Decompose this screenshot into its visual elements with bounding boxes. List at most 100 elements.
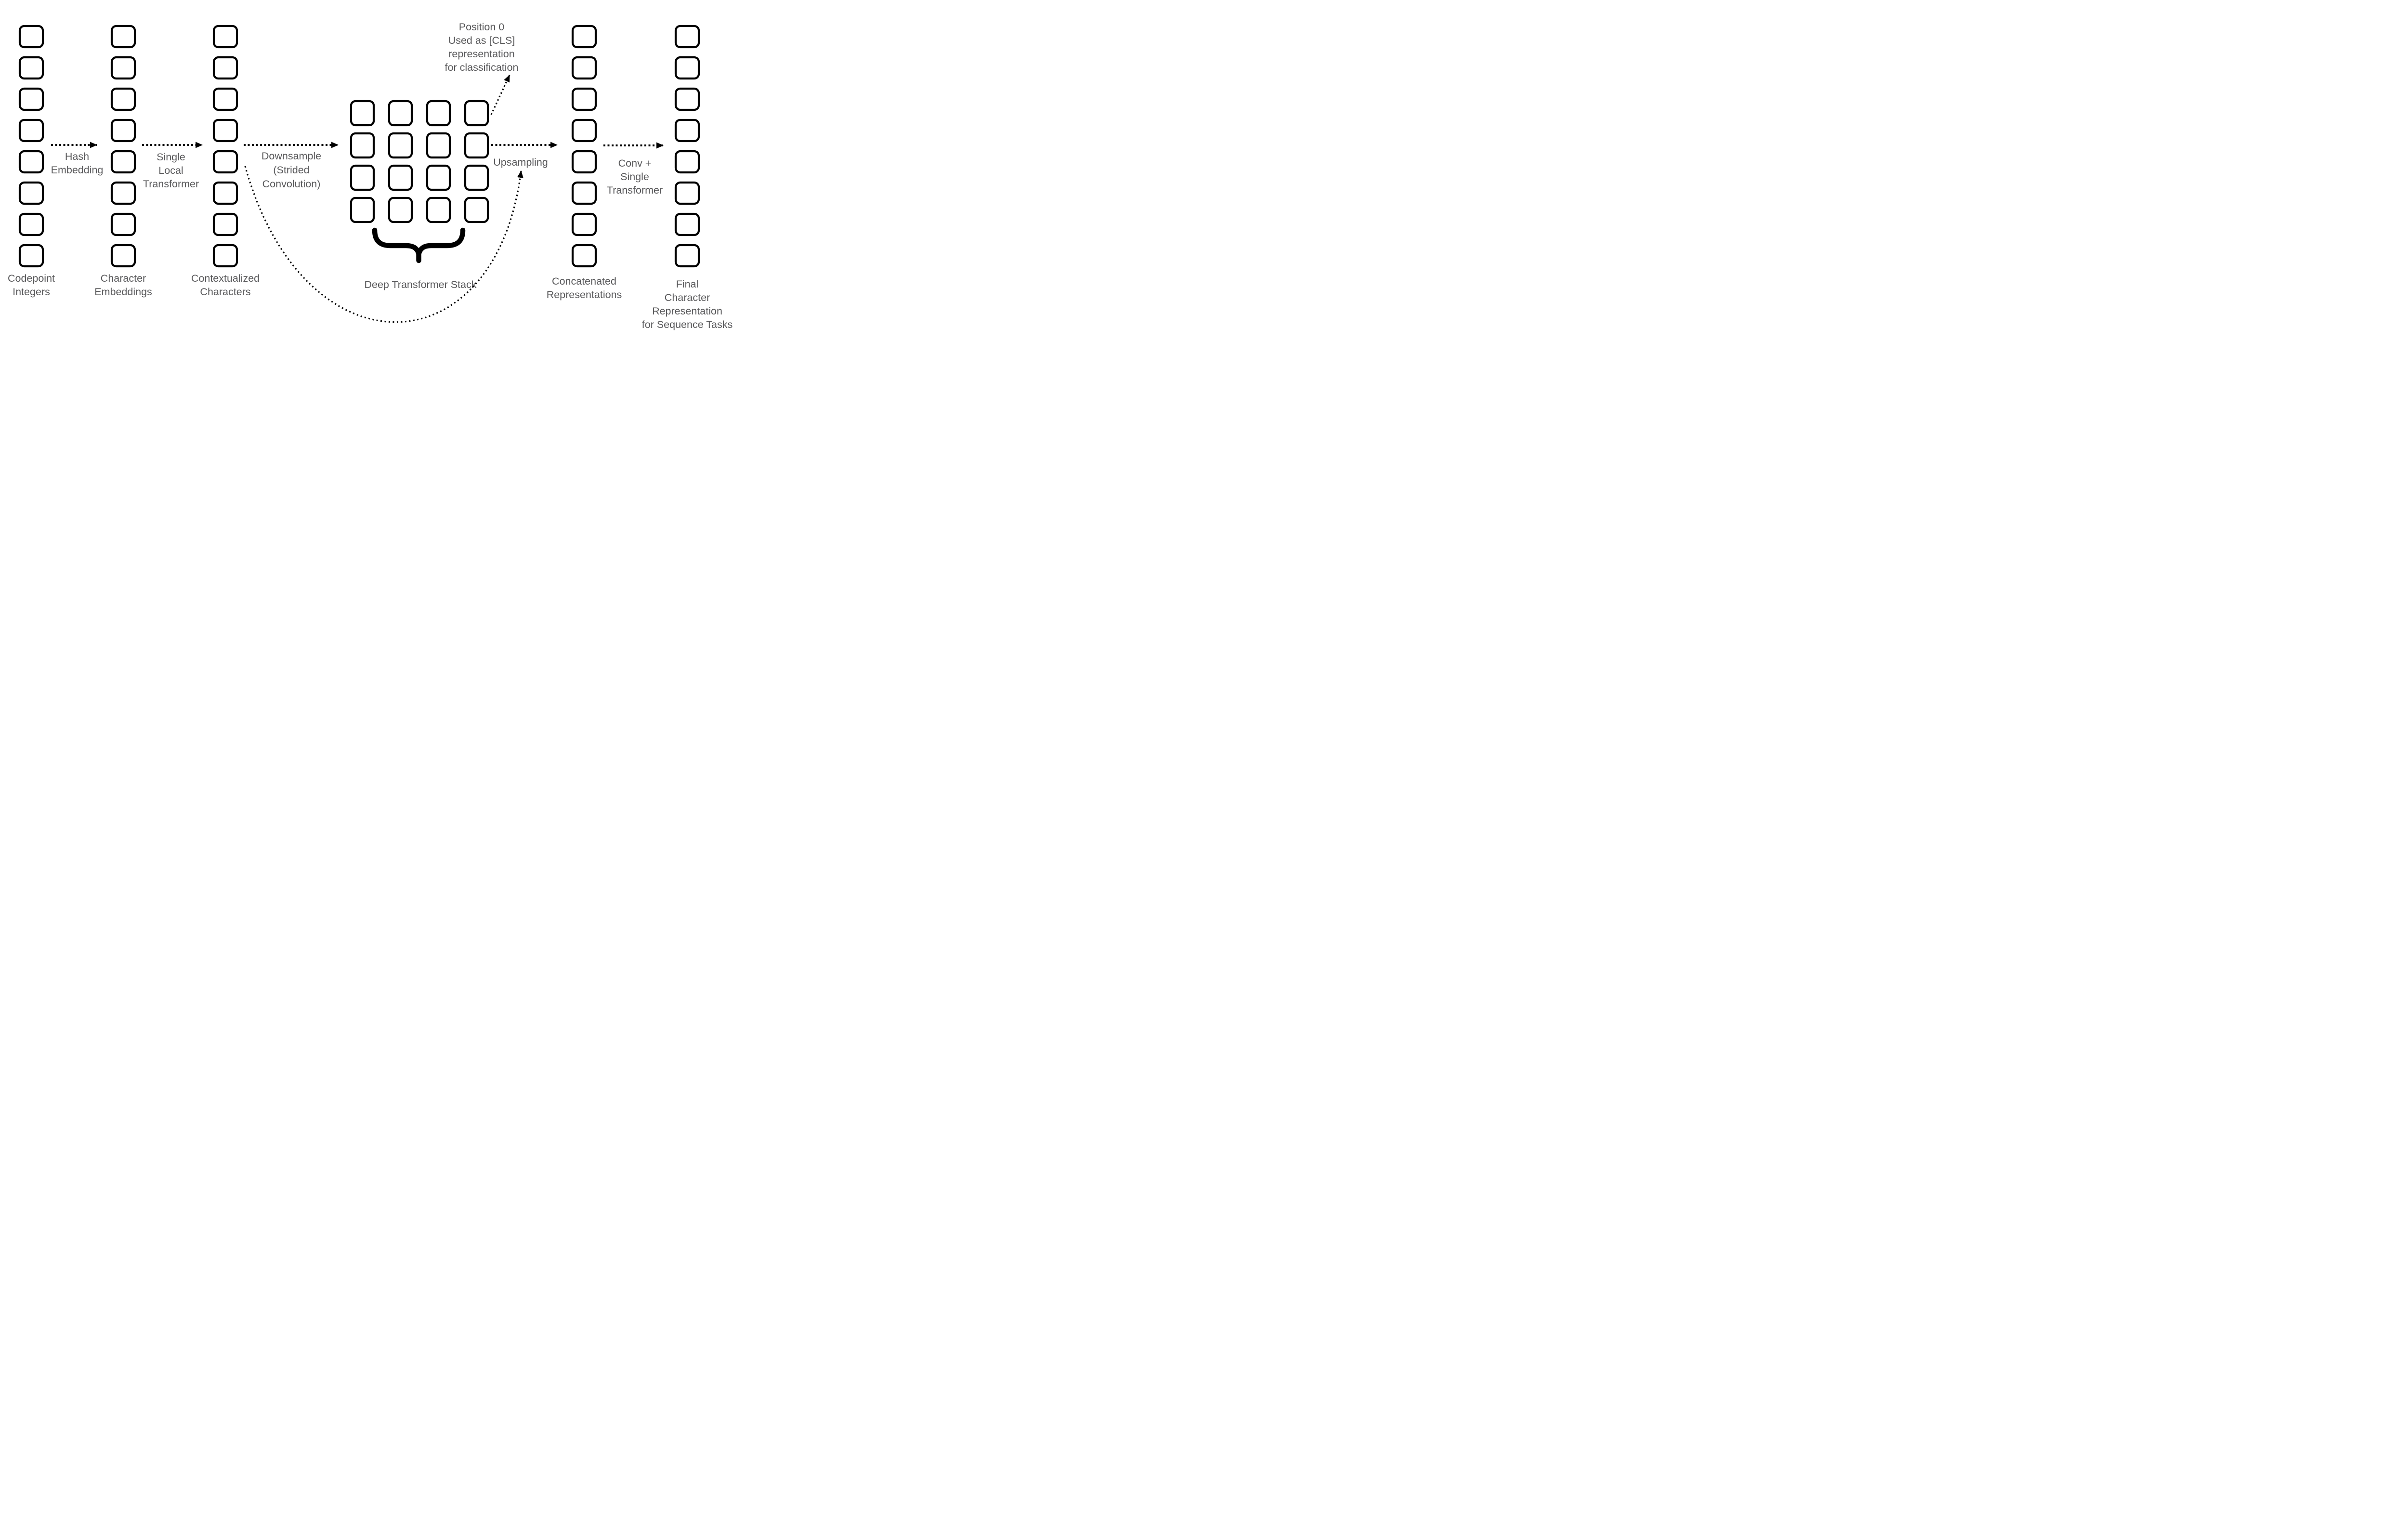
column-square-codepoint-integers	[18, 244, 44, 268]
grid-square	[464, 100, 489, 127]
column-square-character-embeddings	[110, 118, 136, 143]
column-square-codepoint-integers	[18, 212, 44, 236]
grid-square	[426, 100, 451, 127]
column-square-concatenated-representations	[571, 181, 597, 205]
column-label-contextualized-characters-line: Contextualized	[191, 273, 260, 284]
column-square-contextualized-characters	[212, 181, 238, 205]
column-label-concatenated-representations-line: Concatenated	[552, 275, 616, 287]
column-square-concatenated-representations	[571, 25, 597, 49]
column-square-final-character-representation	[674, 244, 700, 268]
column-label-concatenated-representations-line: Representations	[547, 289, 622, 301]
grid-square	[388, 196, 413, 223]
column-square-final-character-representation	[674, 212, 700, 236]
column-square-codepoint-integers	[18, 56, 44, 80]
column-square-final-character-representation	[674, 25, 700, 49]
arrow-label-conv-single-transformer-line: Conv +	[618, 157, 652, 169]
column-square-codepoint-integers	[18, 87, 44, 111]
column-square-final-character-representation	[674, 56, 700, 80]
arrow-label-conv-single-transformer-line: Transformer	[607, 184, 663, 196]
column-square-character-embeddings	[110, 212, 136, 236]
arrow-label-hash-embedding-line: Hash	[65, 151, 89, 162]
annotation-cls-note-line: Position 0	[459, 21, 504, 33]
column-square-character-embeddings	[110, 181, 136, 205]
column-square-contextualized-characters	[212, 118, 238, 143]
column-square-character-embeddings	[110, 25, 136, 49]
column-label-final-character-representation-line: Character	[665, 292, 710, 303]
grid-square	[350, 164, 375, 191]
column-square-codepoint-integers	[18, 150, 44, 174]
column-square-concatenated-representations	[571, 150, 597, 174]
grid-square	[464, 196, 489, 223]
arrow-label-single-local-transformer-line: Transformer	[143, 178, 199, 190]
grid-label-deep-transformer-stack: Deep Transformer Stack	[364, 279, 476, 290]
grid-square	[426, 164, 451, 191]
column-square-character-embeddings	[110, 244, 136, 268]
column-label-character-embeddings-line: Character	[101, 273, 146, 284]
column-square-concatenated-representations	[571, 118, 597, 143]
column-square-final-character-representation	[674, 150, 700, 174]
annotation-cls-note-line: Used as [CLS]	[448, 35, 515, 46]
column-square-character-embeddings	[110, 87, 136, 111]
column-square-final-character-representation	[674, 87, 700, 111]
column-square-final-character-representation	[674, 118, 700, 143]
grid-square	[388, 132, 413, 159]
grid-square	[464, 132, 489, 159]
column-square-contextualized-characters	[212, 244, 238, 268]
column-square-character-embeddings	[110, 56, 136, 80]
residual-curve-arrow	[244, 166, 523, 323]
arrow-label-downsample-line: (Strided	[273, 164, 309, 176]
grid-square	[464, 164, 489, 191]
column-square-concatenated-representations	[571, 244, 597, 268]
grid-label-deep-transformer-stack-line: Deep Transformer Stack	[364, 279, 476, 290]
column-square-contextualized-characters	[212, 25, 238, 49]
column-square-codepoint-integers	[18, 118, 44, 143]
grid-square	[426, 196, 451, 223]
column-square-contextualized-characters	[212, 87, 238, 111]
arrow-label-conv-single-transformer-line: Single	[620, 171, 649, 183]
column-square-codepoint-integers	[18, 25, 44, 49]
column-label-character-embeddings-line: Embeddings	[94, 286, 152, 298]
column-label-codepoint-integers-line: Codepoint	[8, 273, 55, 284]
column-square-concatenated-representations	[571, 212, 597, 236]
grid-square	[388, 100, 413, 127]
grid-square	[350, 100, 375, 127]
grid-square	[350, 132, 375, 159]
column-square-contextualized-characters	[212, 150, 238, 174]
column-square-concatenated-representations	[571, 87, 597, 111]
grid-square	[388, 164, 413, 191]
column-square-contextualized-characters	[212, 56, 238, 80]
arrow-label-downsample-line: Downsample	[262, 150, 321, 162]
column-label-contextualized-characters-line: Characters	[200, 286, 250, 298]
grid-square	[426, 132, 451, 159]
annotation-cls-note-line: representation	[448, 48, 514, 60]
arrow-label-upsampling-line: Upsampling	[493, 157, 548, 168]
annotation-cls-note-line: for classification	[445, 62, 519, 73]
arrow-label-downsample-line: Convolution)	[262, 178, 321, 190]
column-square-character-embeddings	[110, 150, 136, 174]
column-label-final-character-representation-line: for Sequence Tasks	[642, 319, 733, 330]
column-square-codepoint-integers	[18, 181, 44, 205]
column-label-final-character-representation-line: Representation	[652, 305, 722, 317]
column-square-final-character-representation	[674, 181, 700, 205]
arrow-label-hash-embedding-line: Embedding	[51, 164, 104, 176]
grid-square	[350, 196, 375, 223]
annotation-cls-note: Position 0 Used as [CLS] representation for…	[445, 21, 519, 73]
column-label-final-character-representation-line: Final	[676, 278, 699, 290]
column-square-concatenated-representations	[571, 56, 597, 80]
column-label-codepoint-integers-line: Integers	[13, 286, 50, 298]
column-square-contextualized-characters	[212, 212, 238, 236]
arrow-label-single-local-transformer-line: Local	[158, 165, 183, 176]
arrow-label-single-local-transformer-line: Single	[157, 151, 185, 163]
